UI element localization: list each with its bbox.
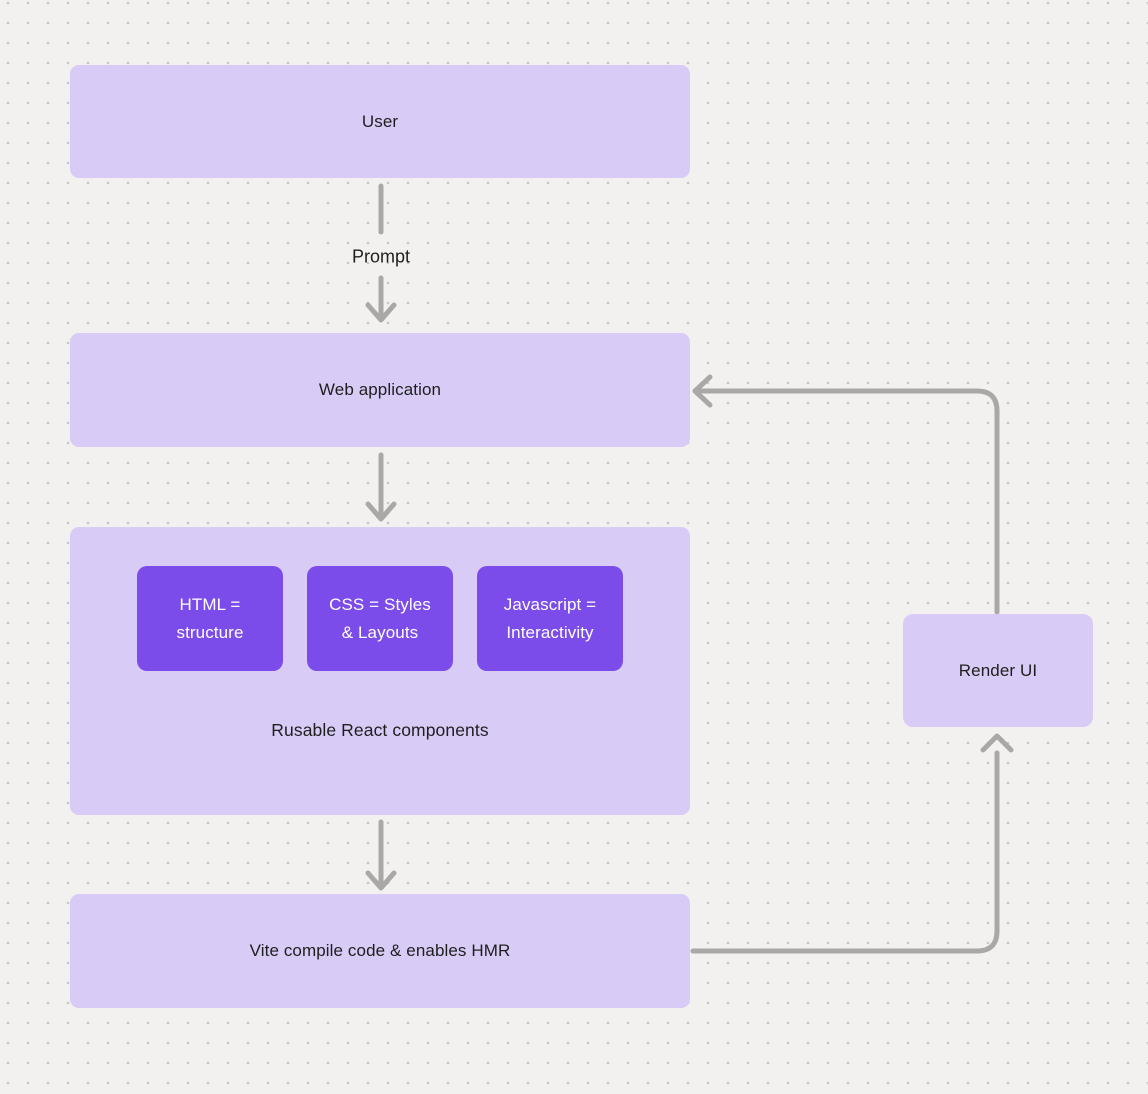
node-render-ui[interactable]: Render UI (903, 614, 1093, 727)
node-render-ui-label: Render UI (958, 660, 1038, 680)
node-css-label: CSS = Styles & Layouts (329, 594, 431, 642)
node-vite[interactable]: Vite compile code & enables HMR (70, 894, 690, 1008)
node-html[interactable]: HTML = structure (137, 566, 283, 671)
node-web-application[interactable]: Web application (70, 333, 690, 447)
arrowhead-left (692, 374, 713, 408)
edge-label-prompt[interactable]: Prompt (351, 246, 411, 267)
node-javascript[interactable]: Javascript = Interactivity (477, 566, 623, 671)
arrowhead-down (365, 501, 397, 522)
node-css[interactable]: CSS = Styles & Layouts (307, 566, 453, 671)
node-user[interactable]: User (70, 65, 690, 178)
edge-components-to-vite[interactable] (365, 819, 397, 891)
edge-stem (698, 388, 1000, 615)
node-web-application-label: Web application (318, 380, 442, 399)
arrowhead-up (980, 733, 1014, 753)
edge-webapp-to-components[interactable] (365, 452, 397, 522)
node-javascript-label: Javascript = Interactivity (503, 594, 597, 642)
edge-vite-to-render-ui[interactable] (690, 733, 1014, 954)
edge-stem (690, 750, 1000, 954)
node-user-label: User (361, 111, 399, 131)
node-components-group-label: Rusable React components (271, 720, 489, 740)
node-vite-label: Vite compile code & enables HMR (249, 941, 511, 960)
arrowhead-down (365, 302, 397, 323)
arrowhead-down (365, 870, 397, 891)
edge-render-ui-to-webapp[interactable] (692, 374, 1000, 615)
node-html-label: HTML = structure (176, 594, 244, 642)
node-components-group[interactable]: HTML = structure CSS = Styles & Layouts … (70, 527, 690, 815)
